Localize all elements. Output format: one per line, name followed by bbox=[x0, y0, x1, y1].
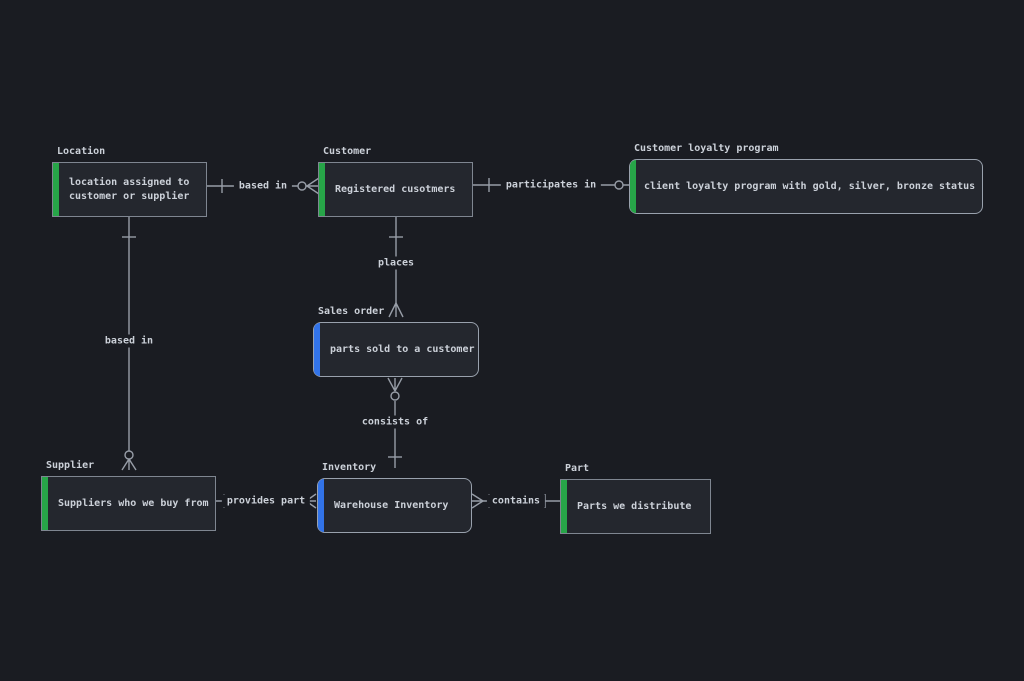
zero-circle-icon bbox=[298, 182, 306, 190]
entity-title[interactable]: Customer bbox=[323, 146, 371, 157]
relationship-label-provides-part[interactable]: provides part bbox=[222, 495, 310, 508]
entity-description: location assigned to customer or supplie… bbox=[53, 176, 206, 204]
entity-title[interactable]: Part bbox=[565, 463, 589, 474]
entity-title[interactable]: Location bbox=[57, 146, 105, 157]
entity-box[interactable]: client loyalty program with gold, silver… bbox=[629, 159, 983, 214]
entity-accent-bar bbox=[42, 477, 48, 530]
crow-foot-icon bbox=[389, 303, 403, 317]
entity-accent-bar bbox=[561, 480, 567, 533]
entity-customer[interactable]: Customer Registered cusotmers bbox=[318, 162, 473, 217]
entity-supplier[interactable]: Supplier Suppliers who we buy from bbox=[41, 476, 216, 531]
entity-description: Warehouse Inventory bbox=[318, 499, 450, 513]
entity-description: Registered cusotmers bbox=[319, 183, 457, 197]
entity-description: parts sold to a customer bbox=[314, 343, 477, 357]
entity-description: client loyalty program with gold, silver… bbox=[630, 180, 977, 194]
entity-title[interactable]: Inventory bbox=[322, 462, 376, 473]
zero-circle-icon bbox=[615, 181, 623, 189]
crow-foot-icon bbox=[122, 459, 136, 470]
entity-location[interactable]: Location location assigned to customer o… bbox=[52, 162, 207, 217]
entity-title[interactable]: Customer loyalty program bbox=[634, 143, 779, 154]
entity-description: Suppliers who we buy from bbox=[42, 497, 211, 511]
entity-title[interactable]: Supplier bbox=[46, 460, 94, 471]
entity-box[interactable]: Warehouse Inventory bbox=[317, 478, 472, 533]
zero-circle-icon bbox=[391, 392, 399, 400]
entity-accent-bar bbox=[630, 160, 636, 213]
entity-description: Parts we distribute bbox=[561, 500, 693, 514]
entity-inventory[interactable]: Inventory Warehouse Inventory bbox=[317, 478, 472, 533]
crow-foot-icon bbox=[472, 494, 483, 508]
entity-customer-loyalty-program[interactable]: Customer loyalty program client loyalty … bbox=[629, 159, 983, 214]
entity-box[interactable]: Suppliers who we buy from bbox=[41, 476, 216, 531]
relationship-label-consists-of[interactable]: consists of bbox=[357, 416, 433, 429]
entity-title[interactable]: Sales order bbox=[318, 306, 384, 317]
relationship-label-based-in[interactable]: based in bbox=[234, 180, 292, 193]
relationship-label-contains[interactable]: contains bbox=[487, 495, 545, 508]
entity-accent-bar bbox=[314, 323, 320, 376]
entity-box[interactable]: location assigned to customer or supplie… bbox=[52, 162, 207, 217]
zero-circle-icon bbox=[125, 451, 133, 459]
entity-box[interactable]: Parts we distribute bbox=[560, 479, 711, 534]
entity-accent-bar bbox=[318, 479, 324, 532]
relationship-label-participates-in[interactable]: participates in bbox=[501, 179, 601, 192]
entity-box[interactable]: Registered cusotmers bbox=[318, 162, 473, 217]
entity-accent-bar bbox=[53, 163, 59, 216]
entity-part[interactable]: Part Parts we distribute bbox=[560, 479, 711, 534]
entity-box[interactable]: parts sold to a customer bbox=[313, 322, 479, 377]
crow-foot-icon bbox=[388, 378, 402, 391]
relationship-label-based-in-2[interactable]: based in bbox=[100, 335, 158, 348]
entity-accent-bar bbox=[319, 163, 325, 216]
entity-sales-order[interactable]: Sales order parts sold to a customer bbox=[313, 322, 479, 377]
relationship-label-places[interactable]: places bbox=[373, 257, 419, 270]
